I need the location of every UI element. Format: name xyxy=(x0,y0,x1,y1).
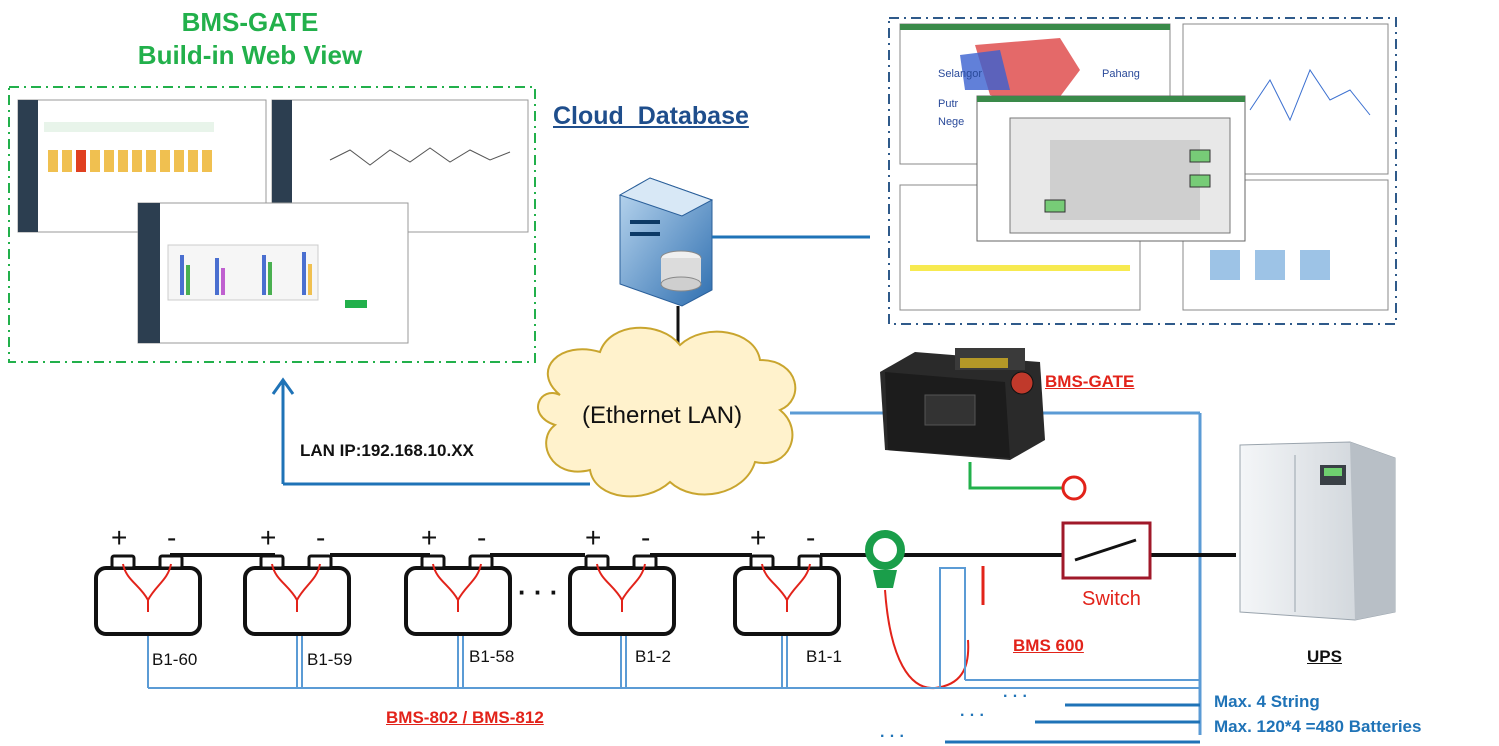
cloud-server-icon xyxy=(618,177,714,307)
ups-cabinet xyxy=(1239,441,1396,621)
web-view-screenshots xyxy=(17,99,529,344)
battery-minus: - xyxy=(316,522,326,553)
capacity-line2: Max. 120*4 =480 Batteries xyxy=(1214,717,1422,736)
battery-plus: + xyxy=(260,522,277,553)
battery-minus: - xyxy=(806,522,816,553)
ups-label: UPS xyxy=(1307,647,1342,666)
battery-label: B1-2 xyxy=(635,647,671,666)
web-view-title-line1: BMS-GATE xyxy=(181,7,319,37)
switch-label: Switch xyxy=(1082,588,1141,610)
battery-label: B1-58 xyxy=(469,647,515,666)
cloud-screen-label-d: Nege xyxy=(938,116,965,128)
current-sensor-icon xyxy=(865,530,905,588)
extra-string-ellipsis: · · · xyxy=(960,707,985,724)
cloud-screens-frame xyxy=(888,17,1397,325)
battery-plus: + xyxy=(585,522,602,553)
battery-plus: + xyxy=(750,522,767,553)
battery-label: B1-59 xyxy=(307,650,353,669)
lan-ip-label: LAN IP:192.168.10.XX xyxy=(300,441,474,460)
battery-bank xyxy=(94,554,841,636)
string-module-label: BMS-802 / BMS-812 xyxy=(386,708,544,727)
bms600-label: BMS 600 xyxy=(1013,636,1084,655)
cable-ring-icon xyxy=(1061,475,1087,501)
ethernet-cloud-shape xyxy=(537,326,797,498)
battery-minus: - xyxy=(167,522,177,553)
cloud-database-label: Cloud Database xyxy=(553,102,749,130)
battery-label: B1-1 xyxy=(806,647,842,666)
extra-string-ellipsis: · · · xyxy=(1003,688,1028,705)
cloud-screenshots xyxy=(899,23,1389,311)
battery-plus: + xyxy=(111,522,128,553)
switch-box xyxy=(1061,521,1152,580)
battery-label: B1-60 xyxy=(152,650,198,669)
web-view-title-line2: Build-in Web View xyxy=(137,40,363,70)
bms-gate-device xyxy=(880,348,1045,460)
cloud-screen-label-b: Pahang xyxy=(1102,68,1140,80)
battery-plus: + xyxy=(421,522,438,553)
cloud-screen-label-c: Putr xyxy=(938,98,959,110)
battery-cell xyxy=(568,554,676,636)
battery-cell xyxy=(243,554,351,636)
ethernet-lan-label: (Ethernet LAN) xyxy=(582,402,743,429)
battery-gap-ellipsis: · · · xyxy=(518,577,559,607)
web-view-frame xyxy=(8,86,536,363)
battery-cell xyxy=(404,554,512,636)
capacity-line1: Max. 4 String xyxy=(1214,692,1320,711)
battery-minus: - xyxy=(477,522,487,553)
web-view-title: BMS-GATE Build-in Web View xyxy=(60,6,440,72)
battery-cell xyxy=(94,554,202,636)
battery-minus: - xyxy=(641,522,651,553)
cloud-screen-label-a: Selangor xyxy=(938,68,983,80)
battery-cell xyxy=(733,554,841,636)
bms-gate-label: BMS-GATE xyxy=(1045,372,1135,391)
extra-string-ellipsis: · · · xyxy=(880,728,905,745)
